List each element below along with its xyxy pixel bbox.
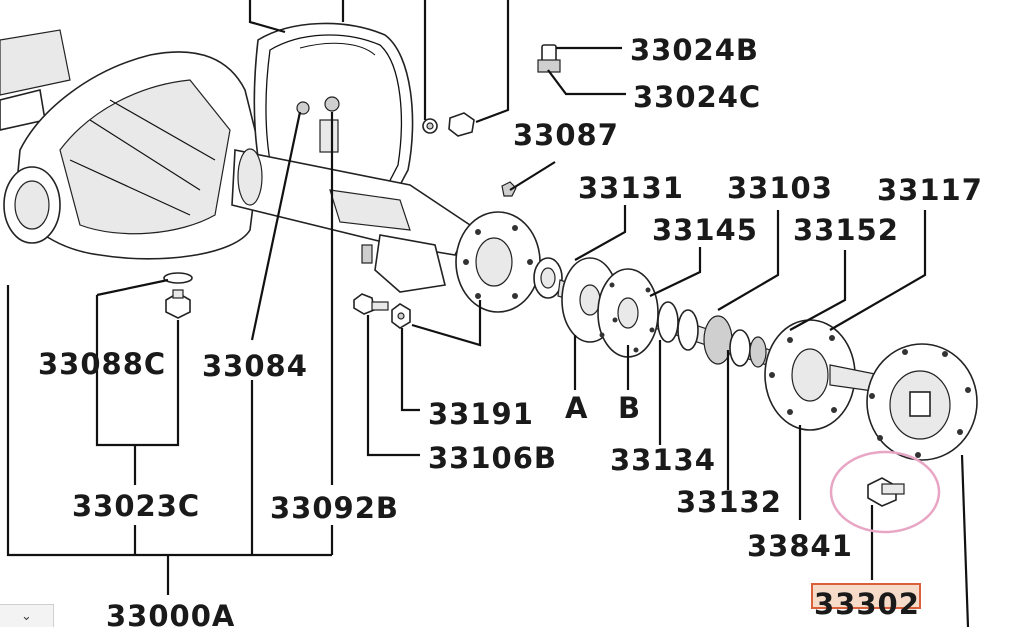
- part-33084-label[interactable]: 33084: [202, 349, 308, 383]
- part-33088c-label[interactable]: 33088C: [38, 347, 166, 381]
- highlight-circle: [829, 450, 941, 534]
- part-33191-label[interactable]: 33191: [428, 397, 534, 431]
- part-33152-label[interactable]: 33152: [793, 213, 899, 247]
- part-33145-label[interactable]: 33145: [652, 213, 758, 247]
- axle-housing-drawing: [0, 22, 472, 293]
- part-33092b-label[interactable]: 33092B: [270, 491, 399, 525]
- part-33132-label[interactable]: 33132: [676, 485, 782, 519]
- part-b-label[interactable]: B: [618, 391, 641, 425]
- part-33106b-label[interactable]: 33106B: [428, 441, 557, 475]
- part-33302-label[interactable]: 33302: [814, 587, 920, 621]
- part-33023c-label[interactable]: 33023C: [72, 489, 200, 523]
- highlight-box: [811, 583, 921, 609]
- part-33841-label[interactable]: 33841: [747, 529, 853, 563]
- part-33024c-label[interactable]: 33024C: [633, 80, 761, 114]
- hardware-drawings: [163, 44, 905, 507]
- part-33087-label[interactable]: 33087: [513, 118, 619, 152]
- axle-shaft-drawing: [455, 211, 978, 461]
- part-33134-label[interactable]: 33134: [610, 443, 716, 477]
- part-33131-label[interactable]: 33131: [578, 171, 684, 205]
- chevron-down-icon: ⌄: [21, 608, 32, 624]
- part-33024b-label[interactable]: 33024B: [630, 33, 759, 67]
- part-33103-label[interactable]: 33103: [727, 171, 833, 205]
- part-33117-label[interactable]: 33117: [877, 173, 983, 207]
- collapse-toggle[interactable]: ⌄: [0, 604, 54, 627]
- part-33000a-label[interactable]: 33000A: [106, 599, 235, 627]
- part-a-label[interactable]: A: [565, 391, 588, 425]
- leader-lines: [6, 0, 970, 627]
